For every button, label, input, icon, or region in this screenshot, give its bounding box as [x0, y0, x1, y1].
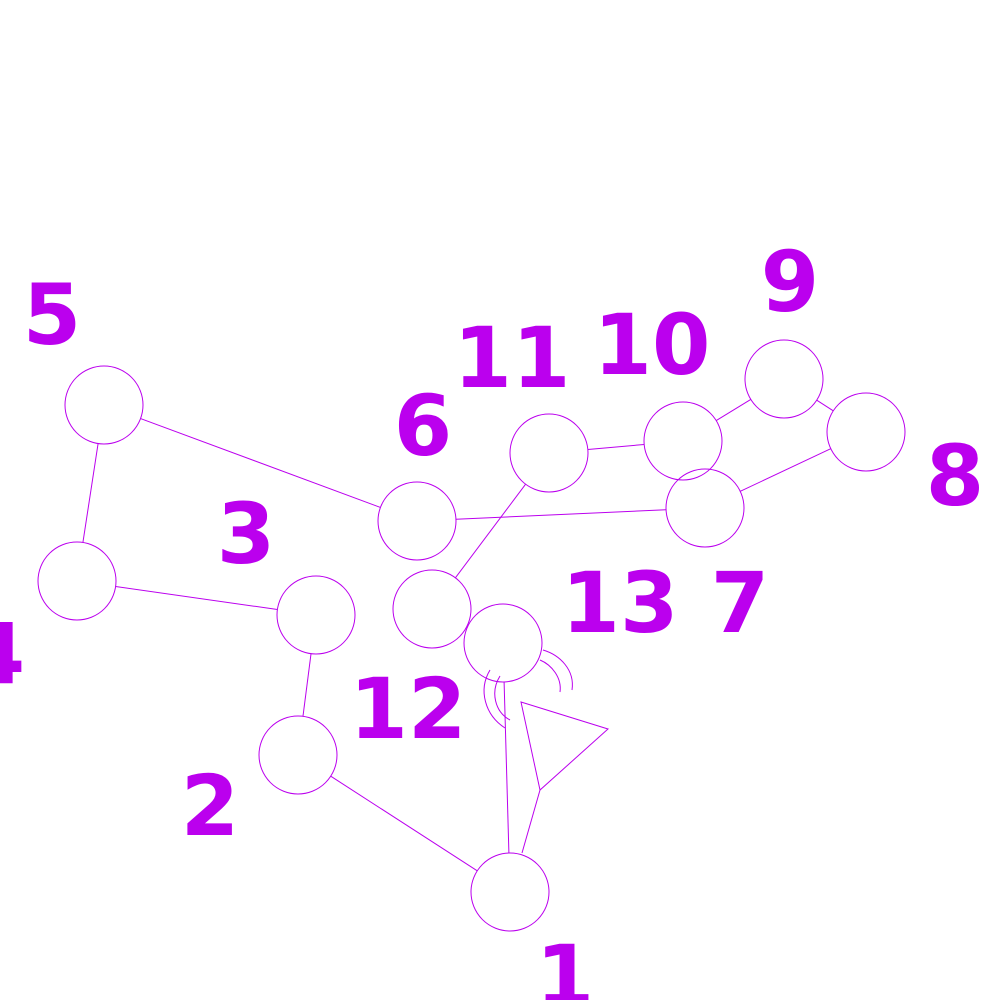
- node-1-circle[interactable]: [470, 852, 550, 932]
- node-8-circle[interactable]: [826, 392, 906, 472]
- node-3-label: 3: [217, 485, 275, 583]
- edge-1-13: [503, 681, 510, 854]
- node-9-label: 9: [761, 233, 819, 331]
- node-1-label: 1: [536, 927, 594, 1000]
- edge-layer: [82, 398, 834, 872]
- edge-10-11: [587, 443, 645, 451]
- sketch-triangle: [520, 701, 609, 791]
- node-11-circle[interactable]: [509, 413, 589, 493]
- node-5-circle[interactable]: [64, 365, 144, 445]
- node-12-label: 12: [350, 660, 467, 758]
- label-layer: 12345678910111213: [0, 233, 984, 1000]
- node-10-label: 10: [594, 296, 711, 394]
- edge-8-9: [816, 399, 834, 412]
- node-4-circle[interactable]: [37, 541, 117, 621]
- node-11-label: 11: [454, 309, 571, 407]
- node-10-circle[interactable]: [643, 401, 723, 481]
- node-layer: [37, 339, 906, 932]
- node-13-label: 13: [562, 554, 679, 652]
- sketch-hook-outer: [483, 669, 506, 729]
- sketch-stem: [521, 789, 541, 854]
- edge-11-12: [454, 483, 526, 579]
- node-7-label: 7: [711, 554, 769, 652]
- edge-1-2: [330, 775, 478, 872]
- node-2-circle[interactable]: [258, 715, 338, 795]
- node-9-circle[interactable]: [744, 339, 824, 419]
- sketch-curl-inner: [539, 659, 561, 693]
- node-8-label: 8: [926, 427, 984, 525]
- edge-7-8: [740, 448, 831, 492]
- edge-9-10: [715, 398, 752, 422]
- sketch-hook-inner: [494, 675, 511, 721]
- edge-5-6: [140, 418, 381, 508]
- node-6-circle[interactable]: [377, 481, 457, 561]
- node-6-label: 6: [394, 377, 452, 475]
- node-5-label: 5: [23, 266, 81, 364]
- partial-drawing-sketch: [483, 649, 609, 854]
- node-2-label: 2: [181, 757, 239, 855]
- node-4-label: 4: [0, 605, 25, 703]
- edge-4-5: [82, 443, 99, 543]
- node-7-circle[interactable]: [665, 468, 745, 548]
- edge-3-4: [115, 585, 278, 611]
- edge-6-7: [455, 509, 667, 520]
- node-12-circle[interactable]: [392, 569, 472, 649]
- edge-2-3: [302, 653, 312, 717]
- sketch-curl-outer: [542, 649, 573, 691]
- node-3-circle[interactable]: [276, 575, 356, 655]
- node-13-circle[interactable]: [463, 603, 543, 683]
